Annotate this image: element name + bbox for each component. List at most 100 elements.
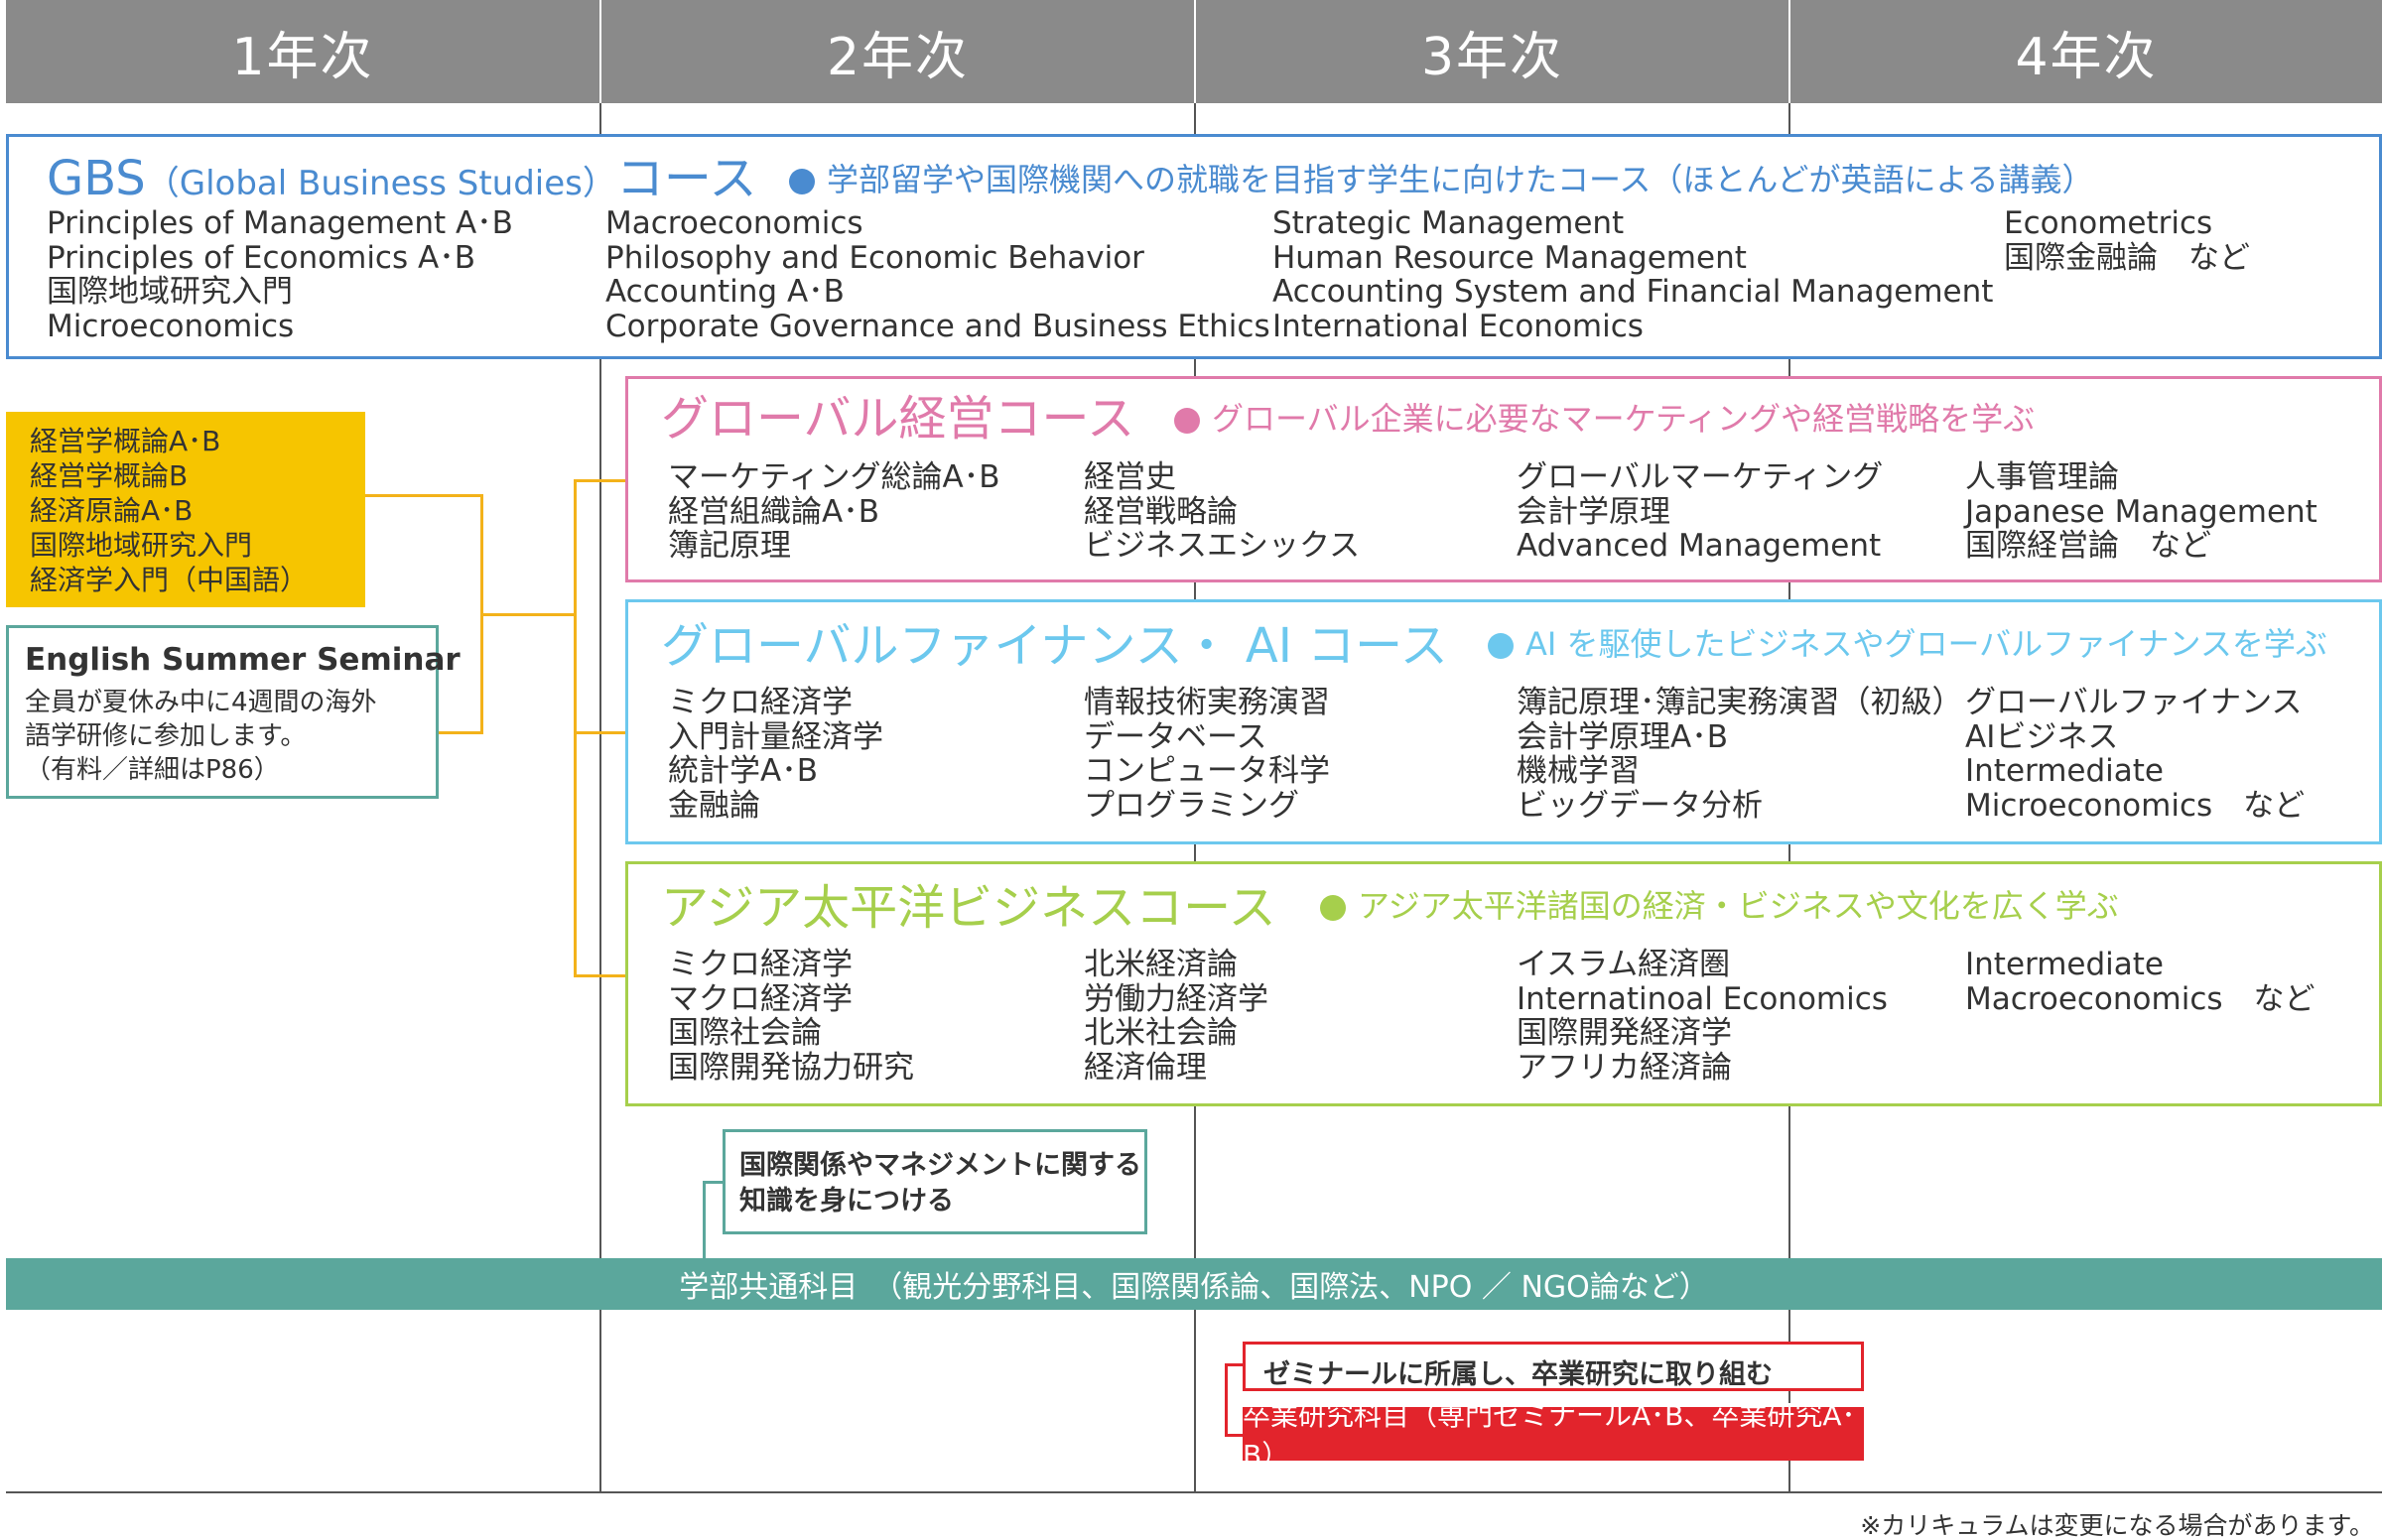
course-item: 経営学概論A･B [30, 425, 221, 457]
connector-line [480, 613, 576, 616]
course-item: 国際地域研究入門 [30, 529, 253, 562]
gbs-year2-list: Macroeconomics Philosophy and Economic B… [605, 206, 1270, 343]
knowledge-note-text: 知識を身につける [739, 1186, 954, 1217]
course-item: ミクロ経済学 [668, 685, 853, 720]
course-item: 入門計量経済学 [668, 718, 883, 755]
course-item: AIビジネス [1965, 718, 2119, 755]
connector-line [574, 731, 625, 734]
course-item: Microeconomics など [1965, 787, 2306, 824]
course-item: Advanced Management [1517, 528, 1882, 564]
course-item: Strategic Management [1272, 205, 1625, 241]
global-management-year3-list: グローバルマーケティング 会計学原理 Advanced Management [1517, 460, 1883, 564]
course-item: Principles of Economics A･B [47, 239, 475, 276]
bullet-dot-icon [1488, 633, 1514, 659]
global-management-year2b-list: 経営史 経営戦略論 ビジネスエシックス [1084, 460, 1360, 564]
course-item: 会計学原理 [1517, 493, 1670, 530]
global-management-subtitle-text: グローバル企業に必要なマーケティングや経営戦略を学ぶ [1212, 400, 2036, 438]
asia-pacific-year3-list: イスラム経済圏 Internatinoal Economics 国際開発経済学 … [1517, 948, 1888, 1085]
knowledge-note-box: 国際関係やマネジメントに関する 知識を身につける [723, 1129, 1147, 1234]
course-item: アフリカ経済論 [1517, 1049, 1732, 1086]
course-item: 機械学習 [1517, 753, 1640, 789]
course-item: Philosophy and Economic Behavior [605, 239, 1144, 276]
course-item: 国際開発協力研究 [668, 1049, 914, 1086]
summer-seminar-box: English Summer Seminar 全員が夏休み中に4週間の海外 語学… [6, 625, 461, 799]
course-item: Intermediate [1965, 753, 2165, 789]
global-finance-year4-list: グローバルファイナンス AIビジネス Intermediate Microeco… [1965, 686, 2305, 823]
course-item: グローバルファイナンス [1965, 685, 2303, 720]
course-item: コンピュータ科学 [1084, 753, 1330, 789]
connector-line [1225, 1434, 1245, 1437]
gbs-course-title: GBS（Global Business Studies）コース [47, 155, 756, 202]
asia-pacific-year2a-list: ミクロ経済学 マクロ経済学 国際社会論 国際開発協力研究 [668, 948, 914, 1085]
gbs-title-main: GBS [47, 151, 146, 206]
course-item: 情報技術実務演習 [1084, 685, 1330, 720]
global-finance-year2a-list: ミクロ経済学 入門計量経済学 統計学A･B 金融論 [668, 686, 883, 823]
connector-line [703, 1181, 706, 1260]
gbs-title-course: コース [615, 151, 757, 206]
course-item: ミクロ経済学 [668, 947, 853, 982]
gbs-course-box: GBS（Global Business Studies）コース 学部留学や国際機… [6, 134, 2382, 359]
grid-line [599, 103, 601, 1492]
connector-line [1225, 1363, 1228, 1437]
connector-line [1225, 1363, 1245, 1366]
course-item: 経営戦略論 [1084, 493, 1238, 530]
global-finance-ai-subtitle: AI を駆使したビジネスやグローバルファイナンスを学ぶ [1488, 628, 2327, 660]
year-1-label: 1年次 [231, 27, 374, 87]
bottom-rule [6, 1491, 2382, 1493]
course-item: International Economics [1272, 308, 1644, 344]
course-item: 経済倫理 [1084, 1049, 1207, 1086]
summer-seminar-text: 語学研修に参加します。 [25, 721, 307, 751]
first-year-basics-box: 経営学概論A･B 経営学概論B 経済原論A･B 国際地域研究入門 経済学入門（中… [6, 412, 365, 607]
year-2-label: 2年次 [826, 27, 970, 87]
course-item: Japanese Management [1965, 493, 2317, 530]
connector-line [574, 479, 625, 482]
year-4-label: 4年次 [2015, 27, 2158, 87]
course-item: 北米社会論 [1084, 1015, 1238, 1051]
global-management-year2a-list: マーケティング総論A･B 経営組織論A･B 簿記原理 [668, 460, 1000, 564]
asia-pacific-subtitle: アジア太平洋諸国の経済・ビジネスや文化を広く学ぶ [1320, 890, 2119, 922]
gbs-year4-list: Econometrics 国際金融論 など [2004, 206, 2250, 275]
header-divider [1788, 0, 1790, 103]
asia-pacific-year4-list: Intermediate Macroeconomics など [1965, 948, 2316, 1016]
course-item: 簿記原理 [668, 528, 791, 564]
course-item: 会計学原理A･B [1517, 718, 1728, 755]
seminar-note-box: ゼミナールに所属し、卒業研究に取り組む [1243, 1342, 1864, 1391]
gbs-year1-list: Principles of Management A･B Principles … [47, 206, 513, 343]
course-item: 経営学概論B [30, 459, 189, 492]
course-item: マクロ経済学 [668, 980, 853, 1017]
connector-line [703, 1181, 725, 1184]
global-finance-ai-subtitle-text: AI を駆使したビジネスやグローバルファイナンスを学ぶ [1525, 625, 2327, 663]
summer-seminar-text: 全員が夏休み中に4週間の海外 [25, 688, 377, 717]
course-item: Human Resource Management [1272, 239, 1747, 276]
asia-pacific-year2b-list: 北米経済論 労働力経済学 北米社会論 経済倫理 [1084, 948, 1268, 1085]
global-finance-ai-title: グローバルファイナンス・ AI コース [661, 618, 1448, 674]
asia-pacific-title: アジア太平洋ビジネスコース [661, 880, 1276, 936]
bullet-dot-icon [789, 169, 815, 194]
global-finance-year2b-list: 情報技術実務演習 データベース コンピュータ科学 プログラミング [1084, 686, 1330, 823]
connector-line [574, 974, 625, 977]
global-management-subtitle: グローバル企業に必要なマーケティングや経営戦略を学ぶ [1174, 403, 2035, 435]
asia-pacific-subtitle-text: アジア太平洋諸国の経済・ビジネスや文化を広く学ぶ [1358, 887, 2119, 925]
bullet-dot-icon [1174, 408, 1200, 434]
course-item: プログラミング [1084, 787, 1299, 824]
course-item: データベース [1084, 718, 1267, 755]
summer-seminar-text: （有料／詳細はP86） [25, 755, 280, 785]
course-item: Accounting System and Financial Manageme… [1272, 274, 1994, 310]
course-item: Accounting A･B [605, 274, 845, 310]
course-item: マーケティング総論A･B [668, 459, 1000, 495]
year-3-label: 3年次 [1420, 27, 1564, 87]
bullet-dot-icon [1320, 895, 1346, 921]
header-divider [1194, 0, 1196, 103]
course-item: Corporate Governance and Business Ethics [605, 308, 1270, 344]
global-finance-ai-course-box: グローバルファイナンス・ AI コース AI を駆使したビジネスやグローバルファ… [625, 599, 2382, 844]
course-item: 国際地域研究入門 [47, 274, 293, 310]
course-item: 北米経済論 [1084, 947, 1238, 982]
course-item: 国際経営論 など [1965, 528, 2211, 564]
course-item: 金融論 [668, 787, 760, 824]
gbs-course-subtitle: 学部留学や国際機関への就職を目指す学生に向けたコース（ほとんどが英語による講義） [789, 164, 2093, 195]
course-item: イスラム経済圏 [1517, 947, 1731, 982]
course-item: Econometrics [2004, 205, 2213, 241]
course-item: Principles of Management A･B [47, 205, 513, 241]
global-management-course-box: グローバル経営コース グローバル企業に必要なマーケティングや経営戦略を学ぶ マー… [625, 376, 2382, 582]
global-management-title: グローバル経営コース [661, 391, 1135, 447]
